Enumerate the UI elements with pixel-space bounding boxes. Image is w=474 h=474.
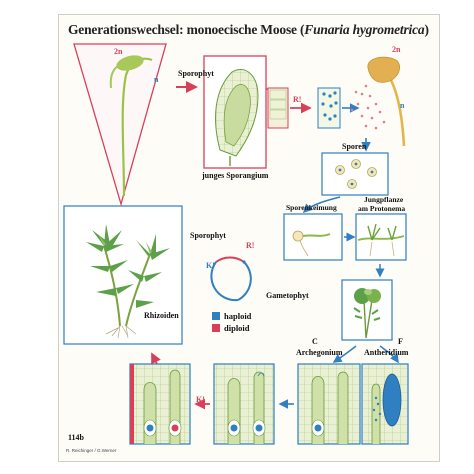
label-jungpflanze: Jungpflanze: [364, 195, 404, 204]
page-title: Generationswechsel: monoecische Moose (F…: [68, 22, 430, 38]
archegonium-panel-3: [297, 363, 361, 445]
label-antheridium: Antheridium: [364, 348, 409, 357]
meiosis-tissue: [267, 87, 360, 129]
panel-id: 114b: [68, 433, 85, 442]
label-sporenkeimung: Sporenkeimung: [286, 203, 337, 212]
label-gametophyt: Gametophyt: [266, 291, 309, 300]
label-sporen: Sporen: [342, 142, 367, 151]
label-2n-right: 2n: [392, 45, 401, 54]
title-text: Generationswechsel: monoecische Moose (: [68, 22, 305, 37]
alternation-cycle: [210, 256, 252, 302]
legend-haploid-label: haploid: [224, 311, 252, 321]
label-sporophyt-top: Sporophyt: [178, 69, 214, 78]
title-species: Funaria hygrometrica: [304, 22, 425, 37]
label-archegonium: Archegonium: [296, 348, 343, 357]
label-k-cycle: K!: [206, 261, 215, 270]
label-2n-left: 2n: [114, 47, 123, 56]
protonema-panel: [355, 213, 407, 261]
legend-diploid-swatch: [212, 324, 220, 332]
label-f: F: [398, 337, 403, 346]
archegonium-fertilized-panel: [129, 363, 191, 445]
label-r-mid: R!: [293, 95, 302, 104]
label-am-protonema: am Protonema: [358, 204, 406, 213]
label-sporophyt-cycle: Sporophyt: [190, 231, 226, 240]
label-n-right: n: [400, 101, 405, 110]
title-close: ): [424, 22, 429, 37]
legend-haploid-swatch: [212, 312, 220, 320]
label-r-cycle: R!: [246, 241, 255, 250]
spore-germination-panel: [283, 213, 343, 261]
spore-release-capsule: [350, 56, 406, 147]
gametophore-panel: [341, 279, 393, 341]
label-c: C: [312, 337, 318, 346]
label-junges-sporangium: junges Sporangium: [202, 171, 269, 180]
label-rhizoiden: Rhizoiden: [144, 311, 179, 320]
gametophyte-plant-panel: [63, 205, 183, 345]
sporophyte-triangle: [73, 43, 167, 207]
antheridium-panel: [361, 363, 409, 445]
archegonium-panel-2: [213, 363, 275, 445]
label-k-bottom: K!: [196, 395, 205, 404]
credits: R. Reichinger / G.Werner: [66, 448, 117, 453]
spores-panel: [321, 152, 389, 196]
label-n-left: n: [154, 75, 159, 84]
young-sporangium-panel: [203, 55, 269, 169]
legend-diploid-label: diploid: [224, 323, 250, 333]
